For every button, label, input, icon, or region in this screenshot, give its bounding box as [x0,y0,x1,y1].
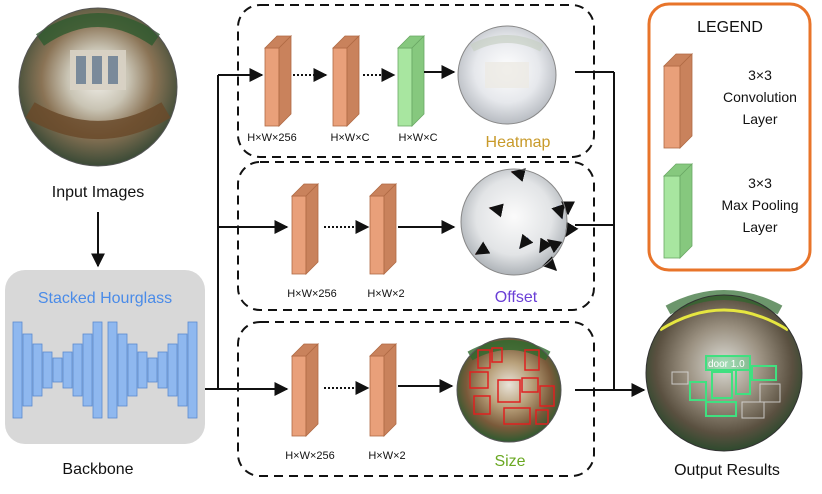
hourglass-bar [92,321,103,419]
legend-conv-swatch [663,53,693,149]
legend-item-label: 3×3 [748,175,772,191]
heatmap-branch: H×W×256 H×W×C H×W×C Heatmap [247,25,557,151]
layer-side-face [411,35,425,127]
hourglass-bar [107,321,118,419]
conv-layer [369,183,397,275]
legend: LEGEND 3×3 Convolution Layer 3×3 Max Poo… [647,2,812,272]
output-results-caption: Output Results [674,462,780,479]
layer-front-face [291,195,307,275]
hourglass-bar [187,321,198,419]
layer-front-face [397,47,413,127]
offset-branch-box [237,161,595,311]
hourglass-bar [137,351,148,389]
layer-front-face [369,195,385,275]
hourglass-bar [52,357,63,383]
conv-layer [369,343,397,437]
stacked-hourglass-title: Stacked Hourglass [38,290,172,307]
offset-arrows-fisheye-photo-icon [461,169,567,275]
layer-side-face [679,163,693,259]
legend-item-label: Layer [742,111,777,127]
hourglass-bar [167,343,178,397]
layer-front-face [663,65,681,149]
conv-layer [264,35,292,127]
layer-shape-label: H×W×256 [287,288,337,300]
conv-layer [291,183,319,275]
layer-side-face [383,183,397,275]
layer-side-face [679,53,693,149]
hourglass-bar [127,343,138,397]
hourglass-bar [177,333,188,407]
layer-shape-label: H×W×256 [285,450,335,462]
hourglass-bar [157,351,168,389]
layer-side-face [305,343,319,437]
heatmap-branch-box [237,4,595,158]
hourglass-bar [62,351,73,389]
legend-item-label: Convolution [723,89,797,105]
offset-branch: H×W×256 H×W×2 Offset [287,168,579,306]
layer-shape-label: H×W×C [330,132,369,144]
layer-front-face [332,47,348,127]
backbone-panel [5,270,205,444]
legend-item-label: 3×3 [748,67,772,83]
output-image: door 1.0 [645,290,803,452]
detection-label: door 1.0 [708,359,745,370]
heatmap-branch-title: Heatmap [486,134,551,151]
layer-shape-label: H×W×256 [247,132,297,144]
layer-front-face [291,355,307,437]
layer-shape-label: H×W×C [398,132,437,144]
size-boxes-fisheye-photo-icon [457,338,561,442]
hourglass-bar [32,343,43,397]
hourglass-bar [72,343,83,397]
layer-side-face [305,183,319,275]
pool-layer [397,35,425,127]
hourglass-bar [12,321,23,419]
layer-side-face [278,35,292,127]
legend-title: LEGEND [697,19,763,36]
offset-branch-title: Offset [495,289,538,306]
hourglass-bar [117,333,128,407]
layer-front-face [369,355,385,437]
layer-front-face [663,175,681,259]
input-images-caption: Input Images [52,184,145,201]
size-branch-box [237,321,595,477]
layer-shape-label: H×W×2 [367,288,404,300]
size-branch-title: Size [494,453,525,470]
backbone-caption: Backbone [62,461,133,478]
legend-item-label: Layer [742,219,777,235]
layer-side-face [383,343,397,437]
hourglass-bar [82,333,93,407]
layer-shape-label: H×W×2 [368,450,405,462]
conv-layer [332,35,360,127]
conv-layer [291,343,319,437]
backbone-connectors [205,68,289,396]
input-image [18,7,178,167]
layer-front-face [264,47,280,127]
size-branch: H×W×256 H×W×2 Size [285,337,562,470]
legend-item-label: Max Pooling [721,197,798,213]
hourglass-bar [42,351,53,389]
legend-pool-swatch [663,163,693,259]
hourglass-bar [147,357,158,383]
layer-side-face [346,35,360,127]
merge-connectors [575,71,646,397]
backbone-block: Stacked Hourglass [5,270,205,444]
hourglass-bar [22,333,33,407]
hourglass-icon [12,321,198,419]
